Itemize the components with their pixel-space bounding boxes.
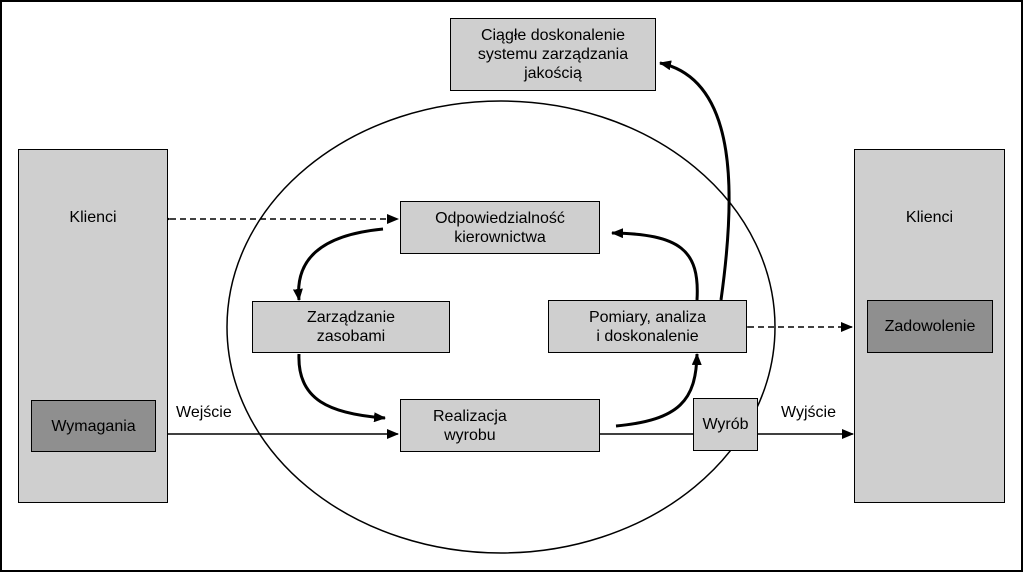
curve-to-continuous-improvement bbox=[659, 60, 731, 301]
curve-realization-to-measurement bbox=[615, 353, 702, 428]
requirements-box: Wymagania bbox=[31, 400, 156, 452]
measurement-analysis-box: Pomiary, analiza i doskonalenie bbox=[548, 300, 747, 353]
output-label: Wyjście bbox=[781, 404, 836, 421]
continuous-improvement-box: Ciągłe doskonalenie systemu zarządzania … bbox=[450, 18, 656, 91]
management-responsibility-box: Odpowiedzialność kierownictwa bbox=[400, 201, 600, 254]
right-clients-label: Klienci bbox=[905, 209, 954, 226]
product-realization-label: Realizacja wyrobu bbox=[433, 407, 507, 444]
satisfaction-box: Zadowolenie bbox=[867, 300, 993, 353]
curve-resources-to-realization bbox=[297, 353, 386, 423]
product-box: Wyrób bbox=[693, 398, 758, 451]
input-label: Wejście bbox=[176, 404, 232, 421]
curve-management-to-resources bbox=[292, 227, 384, 301]
product-realization-box: Realizacja wyrobu bbox=[400, 399, 600, 452]
left-clients-label: Klienci bbox=[69, 209, 117, 226]
resource-management-box: Zarządzanie zasobami bbox=[252, 301, 450, 353]
curve-measurement-to-management bbox=[611, 228, 699, 301]
